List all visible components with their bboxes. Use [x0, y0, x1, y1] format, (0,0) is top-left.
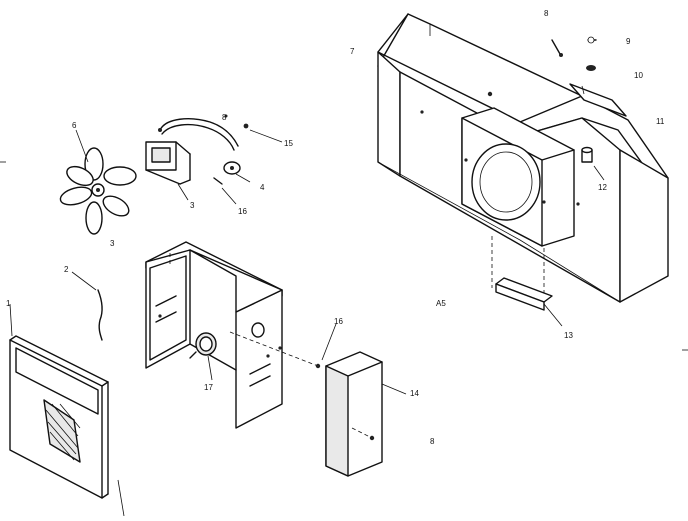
hood-housing — [377, 13, 669, 303]
callout-8a: 8 — [544, 9, 549, 18]
grille-panel-1 — [9, 303, 125, 517]
callout-8c: 8 — [222, 113, 227, 122]
callout-labels: 1 2 3 3 4 6 7 8 8 8 9 10 11 12 13 14 15 … — [6, 9, 665, 446]
callout-7: 7 — [350, 47, 355, 56]
fan-blade — [59, 147, 137, 235]
callout-8b: 8 — [430, 437, 435, 446]
callout-10: 10 — [634, 71, 643, 80]
callout-17: 17 — [204, 383, 213, 392]
mounting-plate — [145, 241, 319, 429]
callout-16a: 16 — [238, 207, 247, 216]
callout-11: 11 — [656, 117, 665, 126]
washer-10 — [586, 65, 596, 71]
screw-8-top — [551, 39, 561, 55]
callout-4: 4 — [260, 183, 265, 192]
fan-opening — [471, 143, 541, 221]
callout-16b: 16 — [334, 317, 343, 326]
control-knob-17 — [189, 332, 217, 381]
assembly-label: A5 — [436, 299, 446, 308]
bracket-11 — [569, 83, 627, 117]
top-hardware — [551, 36, 627, 181]
callout-2: 2 — [64, 265, 69, 274]
filter-strip-2 — [71, 271, 103, 341]
callout-14: 14 — [410, 389, 419, 398]
callout-15: 15 — [284, 139, 293, 148]
callout-1: 1 — [6, 299, 11, 308]
screw-16 — [315, 363, 321, 369]
bracket-13 — [495, 277, 563, 327]
callout-3a: 3 — [110, 239, 115, 248]
duct-channel-14 — [325, 351, 407, 477]
callout-12: 12 — [598, 183, 607, 192]
callout-6: 6 — [72, 121, 77, 130]
motor-assembly — [145, 114, 283, 205]
grille-pattern — [43, 399, 81, 463]
callout-9: 9 — [626, 37, 631, 46]
callout-13: 13 — [564, 331, 573, 340]
pin-9 — [587, 36, 595, 44]
callout-3b: 3 — [190, 201, 195, 210]
